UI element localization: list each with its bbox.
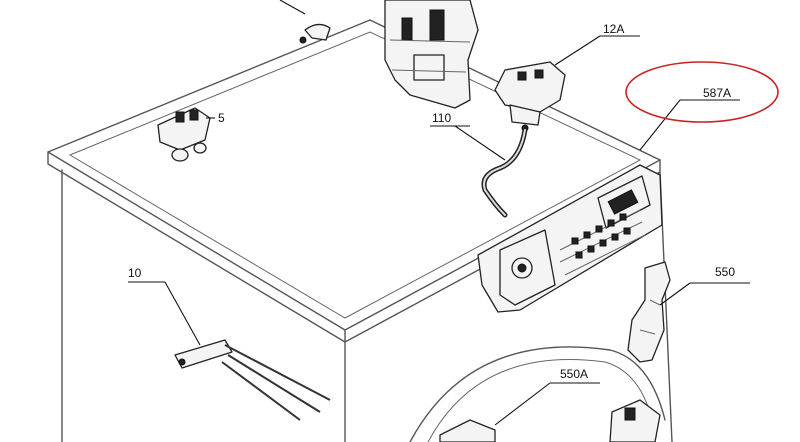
label-110: 110 xyxy=(432,111,451,125)
hose xyxy=(481,127,528,218)
label-587a: 587A xyxy=(703,86,731,100)
electronic-module xyxy=(384,0,479,109)
door-handle xyxy=(627,261,671,363)
callout-lines xyxy=(128,35,750,426)
label-10: 10 xyxy=(128,266,142,280)
label-550a: 550A xyxy=(560,367,588,381)
highlight-ring xyxy=(625,61,779,123)
door-arc xyxy=(409,346,666,442)
panel-buttons xyxy=(571,213,631,259)
control-panel xyxy=(477,164,663,313)
cabinet-outline xyxy=(47,19,673,442)
door-lock xyxy=(439,399,661,442)
label-12a: 12A xyxy=(603,22,624,36)
pressure-switch xyxy=(494,61,566,132)
inlet-valve xyxy=(157,107,215,162)
label-5: 5 xyxy=(218,111,225,125)
heating-element xyxy=(174,339,331,421)
bracket-part xyxy=(279,0,331,44)
label-550: 550 xyxy=(715,265,735,279)
